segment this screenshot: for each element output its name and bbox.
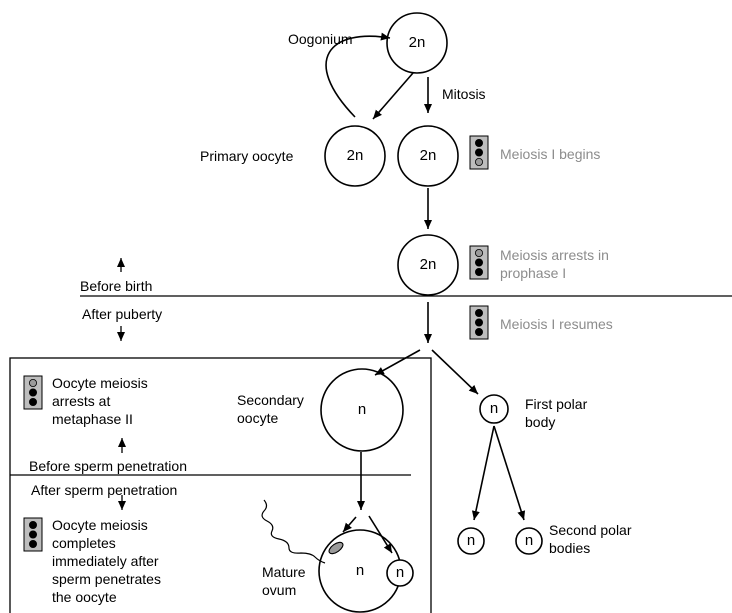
completes-status-line4: sperm penetrates (52, 571, 161, 587)
arrow-polar-split-right (493, 425, 526, 521)
metaphase-status-line3: metaphase II (52, 411, 133, 427)
arrow-polar-split-left (471, 425, 495, 521)
arrested-oocyte-cell (397, 234, 459, 296)
meiosis-begins-status: Meiosis I begins (500, 146, 601, 162)
primary-oocyte-left-ploidy: 2n (346, 147, 364, 164)
second-polar-bodies-label-line1: Second polar (549, 522, 632, 538)
signal-meiosis-begins-icon (469, 135, 489, 170)
self-renewal-arrow (325, 32, 391, 118)
secondary-oocyte-label-line2: oocyte (237, 410, 279, 426)
second-polar-body-1-ploidy: n (466, 532, 476, 549)
metaphase-status-line2: arrests at (52, 393, 111, 409)
completes-status-line3: immediately after (52, 553, 159, 569)
arrow-to-ovum-polar-body (368, 515, 393, 554)
meiosis-arrests-status-line2: prophase I (500, 265, 567, 281)
arrested-oocyte-ploidy: 2n (419, 256, 437, 273)
after-sperm-label: After sperm penetration (31, 482, 178, 498)
ovum-polar-body-ploidy: n (395, 564, 405, 581)
second-polar-bodies-label-line2: bodies (549, 540, 591, 556)
signal-metaphase-arrest-icon (23, 375, 43, 410)
before-birth-label: Before birth (80, 278, 153, 294)
first-polar-body-ploidy: n (489, 400, 499, 417)
signal-meiosis-resumes-icon (469, 305, 489, 340)
arrow-to-secondary-oocyte (374, 349, 421, 376)
oogonium-label: Oogonium (288, 31, 353, 47)
arrow-to-ovum (342, 516, 357, 533)
first-polar-body-cell (479, 394, 509, 424)
primary-oocyte-left-cell (324, 125, 386, 187)
secondary-oocyte-cell (320, 368, 404, 452)
mitosis-label: Mitosis (442, 86, 486, 102)
mature-ovum-label-line2: ovum (262, 582, 297, 598)
primary-oocyte-label: Primary oocyte (200, 148, 294, 164)
signal-meiosis-completes-icon (23, 517, 43, 552)
ovum-polar-body-cell (386, 559, 414, 587)
signal-meiosis-arrests-icon (469, 245, 489, 280)
primary-oocyte-right-ploidy: 2n (419, 147, 437, 164)
primary-oocyte-right-cell (397, 125, 459, 187)
completes-status-line1: Oocyte meiosis (52, 517, 148, 533)
oogonium-cell (386, 12, 448, 74)
after-puberty-label: After puberty (82, 306, 163, 322)
arrow-oogonium-to-primary-left (372, 72, 414, 120)
second-polar-body-1-cell (457, 527, 485, 555)
arrow-to-first-polar-body (431, 349, 479, 395)
secondary-oocyte-label-line1: Secondary (237, 392, 304, 408)
second-polar-body-2-cell (515, 527, 543, 555)
first-polar-body-label-line1: First polar (525, 396, 588, 412)
metaphase-status-line1: Oocyte meiosis (52, 375, 148, 391)
meiosis-resumes-status: Meiosis I resumes (500, 316, 613, 332)
secondary-oocyte-ploidy: n (357, 401, 367, 418)
completes-status-line5: the oocyte (52, 589, 117, 605)
before-sperm-label: Before sperm penetration (29, 458, 187, 474)
oogonium-ploidy: 2n (408, 34, 426, 51)
fertilization-box (9, 357, 432, 613)
meiosis-arrests-status-line1: Meiosis arrests in (500, 247, 609, 263)
sperm (261, 499, 344, 564)
mature-ovum-ploidy: n (355, 562, 365, 579)
second-polar-body-2-ploidy: n (524, 532, 534, 549)
first-polar-body-label-line2: body (525, 414, 556, 430)
mature-ovum-label-line1: Mature (262, 564, 306, 580)
completes-status-line2: completes (52, 535, 116, 551)
